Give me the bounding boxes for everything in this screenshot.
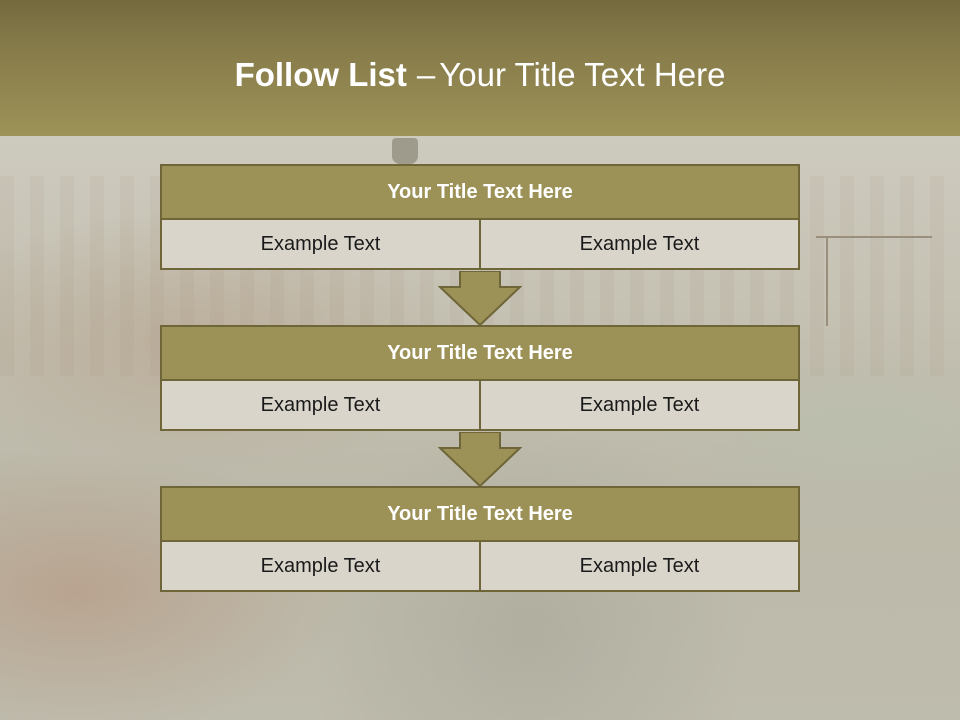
follow-block-1: Your Title Text Here Example Text Exampl… — [160, 164, 800, 270]
block-row: Example Text Example Text — [160, 542, 800, 592]
block-cell-right: Example Text — [479, 220, 798, 268]
block-cell-right: Example Text — [479, 542, 798, 590]
background-crane — [826, 236, 828, 326]
block-cell-left: Example Text — [260, 393, 381, 416]
background-lamp — [392, 138, 418, 164]
header-bar — [0, 0, 960, 136]
block-cell-left: Example Text — [260, 232, 381, 255]
slide-title-bold: Follow List — [234, 56, 407, 93]
background-crane-arm — [816, 236, 932, 238]
follow-block-2: Your Title Text Here Example Text Exampl… — [160, 325, 800, 431]
block-row: Example Text Example Text — [160, 220, 800, 270]
block-row: Example Text Example Text — [160, 381, 800, 431]
slide-title-dash: – — [416, 56, 436, 93]
follow-block-3: Your Title Text Here Example Text Exampl… — [160, 486, 800, 592]
block-title: Your Title Text Here — [160, 486, 800, 542]
block-title: Your Title Text Here — [160, 164, 800, 220]
down-arrow-icon — [438, 432, 522, 488]
slide-title: Follow List–Your Title Text Here — [0, 56, 960, 94]
block-cell-right: Example Text — [479, 381, 798, 429]
down-arrow-icon — [438, 271, 522, 327]
block-title: Your Title Text Here — [160, 325, 800, 381]
slide-title-rest: Your Title Text Here — [439, 56, 726, 93]
block-cell-left: Example Text — [260, 554, 381, 577]
